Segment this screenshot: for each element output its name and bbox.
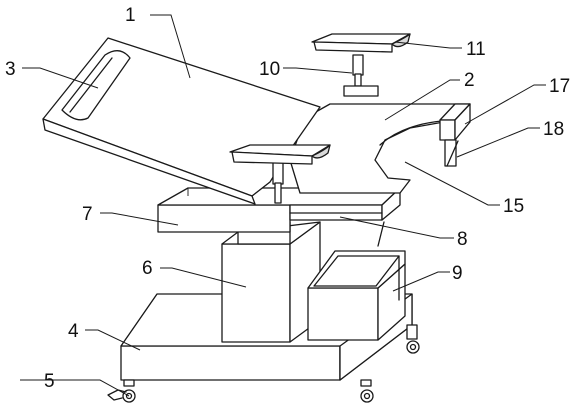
side-bracket <box>439 103 471 141</box>
callout-7: 7 <box>82 204 93 225</box>
caster-wheel-front-right <box>360 379 374 403</box>
callout-15: 15 <box>503 196 524 217</box>
leg-support-pad-right <box>311 33 411 53</box>
caster-wheel-rear-right <box>406 324 420 354</box>
callout-11: 11 <box>466 39 486 60</box>
drip-tray <box>444 139 459 167</box>
storage-bin <box>307 250 406 341</box>
callout-6: 6 <box>142 258 153 279</box>
leg-support-pad-left <box>229 144 331 165</box>
callout-8: 8 <box>457 229 468 250</box>
callout-4: 4 <box>68 321 79 342</box>
head-pillow <box>61 50 131 121</box>
callout-5: 5 <box>44 371 55 392</box>
callout-18: 18 <box>543 119 564 140</box>
leg-support-post-left <box>272 161 284 204</box>
callout-10: 10 <box>259 59 280 80</box>
callout-17: 17 <box>549 76 570 97</box>
callout-3: 3 <box>5 59 16 80</box>
callout-1: 1 <box>125 5 136 26</box>
callout-2: 2 <box>464 70 475 91</box>
callout-9: 9 <box>452 263 463 284</box>
caster-wheel-front-left <box>107 379 136 403</box>
leg-support-post-right <box>343 54 379 97</box>
leader-lines <box>20 14 546 397</box>
